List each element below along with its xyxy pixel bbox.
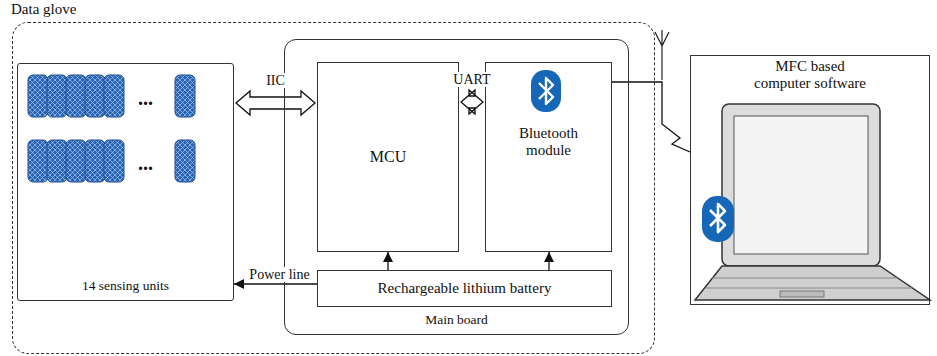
bluetooth-icon bbox=[702, 196, 734, 242]
node-label: MFC based computer software bbox=[750, 58, 870, 93]
node-label: 14 sensing units bbox=[18, 278, 233, 294]
connector bbox=[461, 90, 483, 114]
node-label: Data glove bbox=[9, 1, 78, 18]
signal-label: IIC bbox=[264, 73, 287, 88]
bluetooth-box: Bluetooth module bbox=[485, 62, 612, 252]
node-label: Main board bbox=[285, 312, 628, 328]
antenna bbox=[655, 30, 669, 80]
sensing-box: 14 sensing units bbox=[17, 63, 234, 301]
ellipsis-label: ... bbox=[138, 153, 153, 173]
bluetooth-icon bbox=[531, 70, 561, 112]
node-label: MCU bbox=[370, 148, 406, 166]
battery-box: Rechargeable lithium battery bbox=[317, 270, 612, 307]
computer: MFC based computer software bbox=[690, 55, 930, 305]
connector bbox=[549, 252, 550, 270]
signal-label: Power line bbox=[247, 267, 311, 282]
data-glove-region: Data glove14 sensing unitsMain boardMCUB… bbox=[12, 22, 655, 354]
node-label: Rechargeable lithium battery bbox=[378, 280, 552, 297]
connector bbox=[388, 252, 389, 270]
connector bbox=[236, 91, 315, 115]
sensing-tiles bbox=[28, 75, 195, 182]
mcu-box: MCU bbox=[317, 62, 459, 252]
connector bbox=[612, 82, 690, 152]
connector bbox=[234, 284, 317, 285]
ellipsis-label: ... bbox=[138, 88, 153, 108]
node-label: Bluetooth module bbox=[506, 125, 592, 160]
signal-label: UART bbox=[451, 72, 492, 87]
laptop bbox=[695, 104, 930, 300]
